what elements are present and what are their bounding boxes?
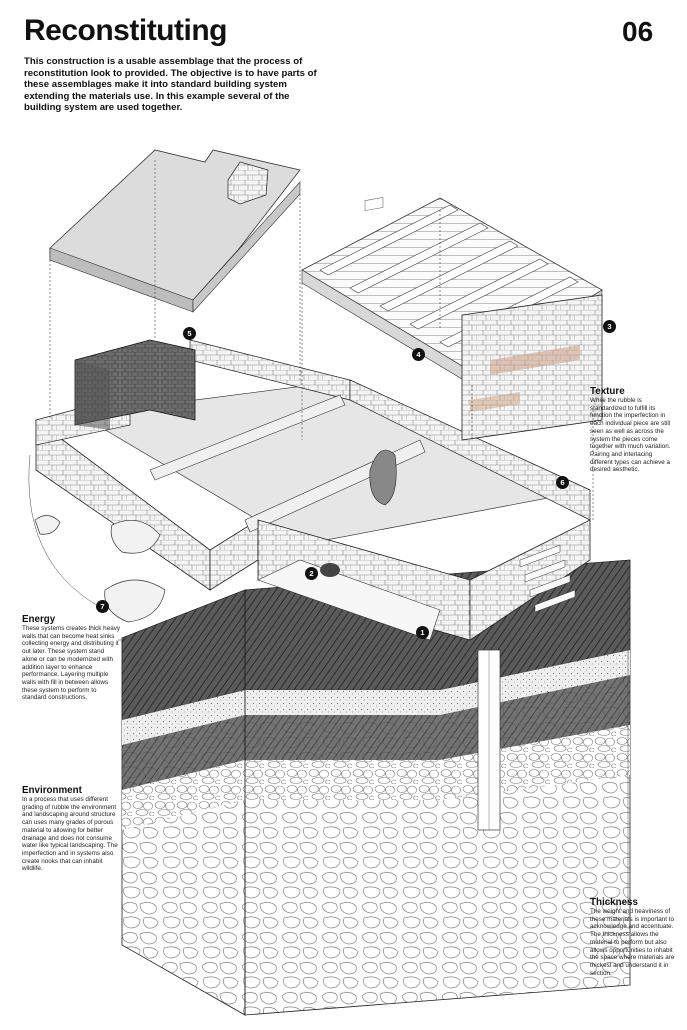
marker-5: 5 [183, 327, 196, 340]
marker-4: 4 [412, 348, 425, 361]
thickness-body: The weight and heaviness of these materi… [590, 908, 675, 977]
ground-section-block [121, 559, 631, 1016]
page-title: Reconstituting [24, 14, 228, 47]
marker-2: 2 [305, 567, 318, 580]
marker-6: 6 [556, 476, 569, 489]
texture-body: While the rubble is standardized to fulf… [590, 397, 671, 474]
texture-note: Texture While the rubble is standardized… [590, 386, 676, 474]
marker-3: 3 [603, 320, 616, 333]
environment-body: In a process that uses different grading… [22, 796, 118, 873]
structure-walls [35, 339, 592, 641]
explode-lines [49, 160, 603, 520]
thickness-heading: Thickness [590, 897, 638, 908]
leader-lines [28, 454, 629, 905]
intro-paragraph: This construction is a usable assemblage… [24, 56, 317, 113]
environment-heading: Environment [22, 785, 82, 796]
energy-body: These systems creates thick heavy walls … [22, 625, 120, 702]
marker-7: 7 [96, 600, 109, 613]
boulders [34, 515, 166, 623]
thickness-note: Thickness The weight and heaviness of th… [590, 897, 680, 977]
sheet-number: 06 [622, 16, 654, 47]
energy-heading: Energy [22, 614, 56, 625]
texture-heading: Texture [590, 386, 625, 397]
marker-1: 1 [416, 626, 429, 639]
environment-note: Environment In a process that uses diffe… [22, 785, 120, 873]
energy-note: Energy These systems creates thick heavy… [22, 614, 120, 702]
wall-panel [461, 294, 603, 441]
roof-slab [49, 149, 301, 313]
